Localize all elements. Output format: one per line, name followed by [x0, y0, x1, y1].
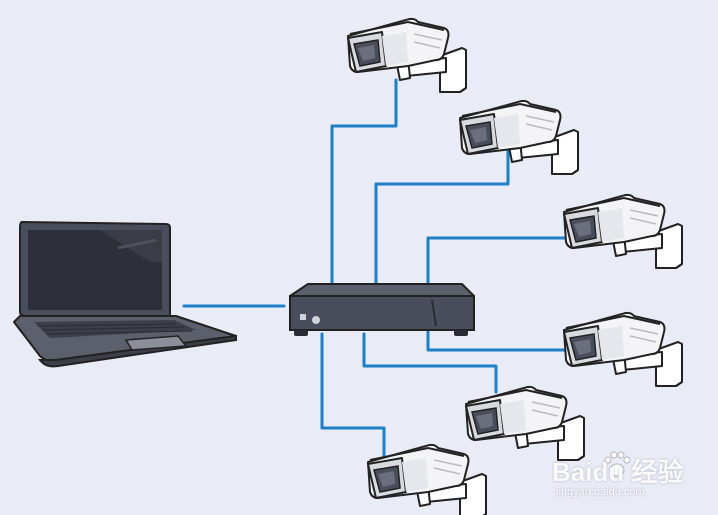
cable-camera-4 — [426, 330, 568, 352]
camera-2 — [459, 99, 579, 175]
cables — [182, 78, 568, 462]
camera-5 — [465, 385, 585, 461]
dvr-recorder — [289, 283, 475, 336]
camera-6 — [367, 443, 487, 515]
camera-1 — [347, 17, 467, 93]
watermark-url: jingyan.baidu.com — [556, 486, 645, 498]
cable-camera-5 — [362, 332, 498, 394]
laptop — [13, 220, 237, 368]
watermark-brand: Baidu 经验 — [552, 457, 684, 487]
cable-camera-2 — [374, 148, 510, 290]
cable-camera-6 — [320, 332, 386, 462]
cable-camera-1 — [330, 78, 398, 292]
cable-camera-3 — [426, 236, 568, 292]
paw-icon — [604, 451, 631, 477]
camera-3 — [563, 193, 683, 269]
camera-4 — [563, 311, 683, 387]
